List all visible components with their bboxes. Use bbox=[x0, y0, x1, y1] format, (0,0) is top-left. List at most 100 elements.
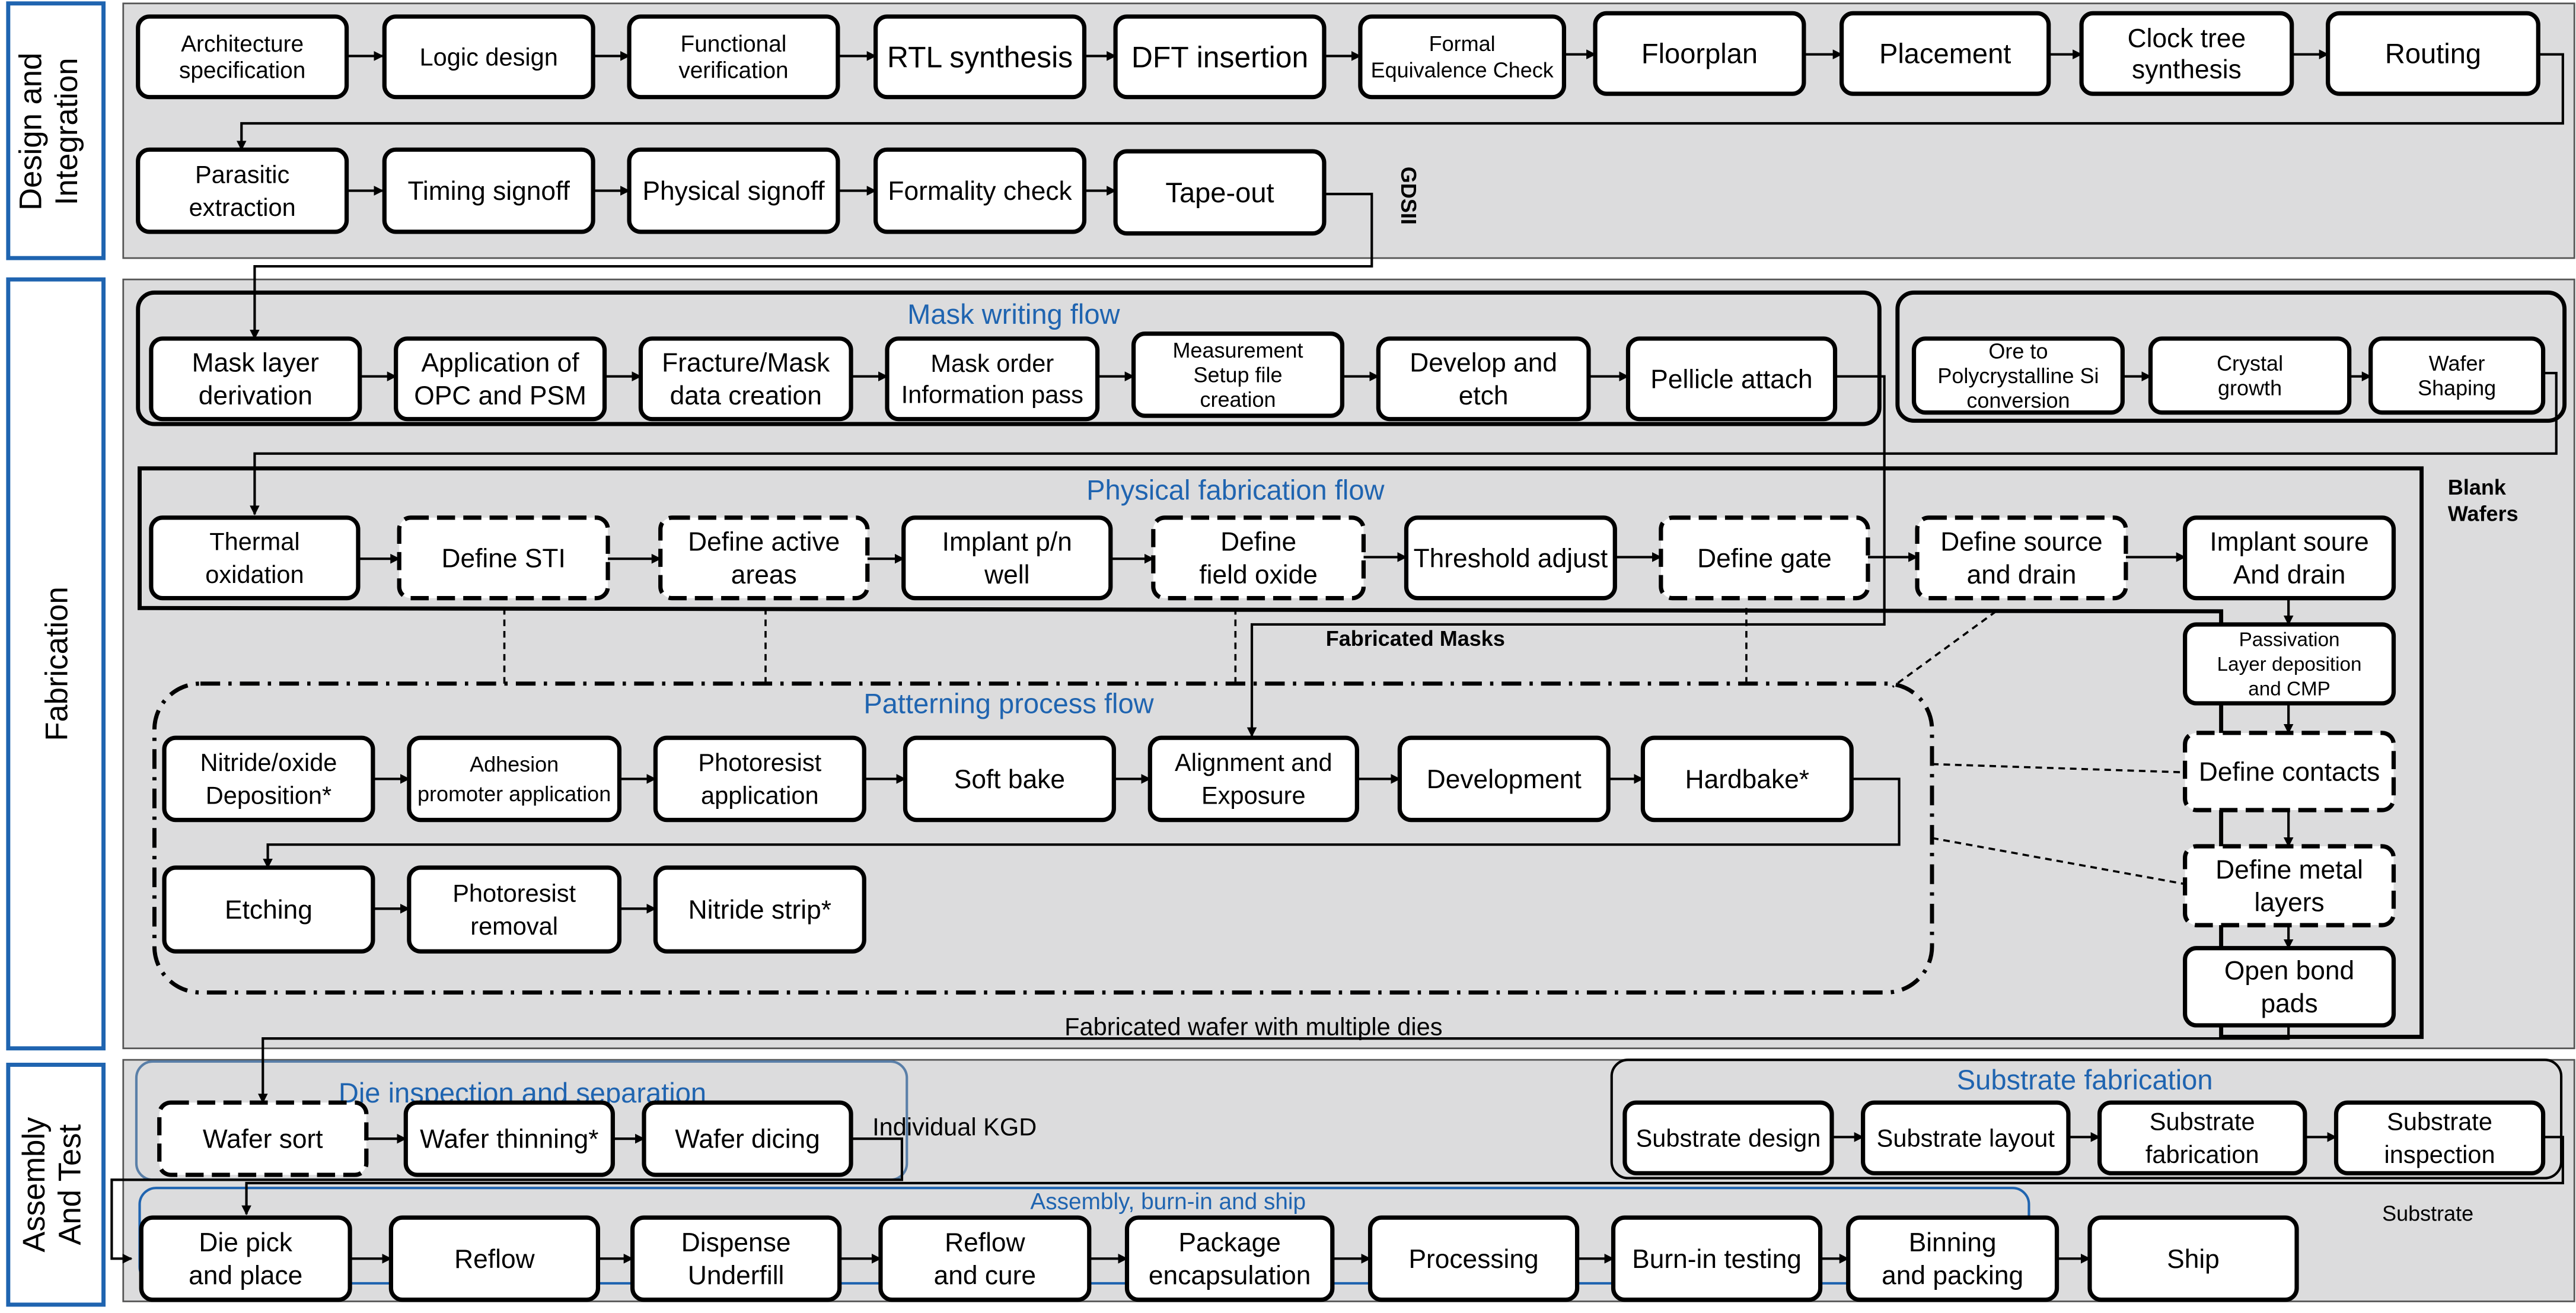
assembly-section-label-line-1: Assembly bbox=[17, 1117, 52, 1253]
step-placement: Placement bbox=[1839, 11, 2051, 96]
step-timing: Timing signoff bbox=[382, 147, 595, 234]
step-box bbox=[873, 14, 1087, 100]
step-box bbox=[901, 515, 1113, 601]
step-logic-design: Logic design bbox=[382, 14, 595, 100]
step-label: Pellicle attach bbox=[1650, 365, 1812, 394]
step-box bbox=[162, 735, 375, 823]
step-box bbox=[2097, 1100, 2307, 1175]
step-box bbox=[139, 1215, 352, 1302]
step-box bbox=[1147, 735, 1359, 823]
step-label: Substrate design bbox=[1636, 1124, 1821, 1152]
step-box bbox=[2087, 1215, 2299, 1302]
step-label: Burn-in testing bbox=[1632, 1245, 1802, 1274]
step-label: inspection bbox=[2384, 1140, 2495, 1168]
step-label: Soft bake bbox=[954, 765, 1065, 794]
step-label: Placement bbox=[1879, 38, 2011, 69]
blank-wafers-label-line-1: Blank bbox=[2448, 475, 2507, 499]
step-label: Layer deposition bbox=[2217, 654, 2362, 675]
step-box bbox=[149, 515, 361, 601]
connector-arrow bbox=[110, 1137, 904, 1264]
step-label: Adhesion bbox=[470, 752, 559, 776]
step-label: Photoresist bbox=[452, 879, 576, 907]
step-label: removal bbox=[470, 912, 558, 940]
step-label: Exposure bbox=[1201, 782, 1306, 810]
connector-arrow bbox=[257, 1025, 2290, 1104]
step-hardbake: Hardbake* bbox=[1640, 735, 1854, 823]
step-label: Substrate bbox=[2150, 1108, 2255, 1136]
step-sub-design: Substrate design bbox=[1622, 1100, 1834, 1175]
step-box bbox=[1367, 1215, 1580, 1302]
step-box bbox=[885, 336, 1100, 422]
connector-arrow bbox=[263, 777, 1901, 869]
step-label: creation bbox=[1200, 387, 1276, 412]
step-label: and cure bbox=[934, 1261, 1036, 1290]
step-box bbox=[407, 865, 622, 954]
mask-writing-frame bbox=[136, 290, 1882, 426]
step-box bbox=[1358, 14, 1567, 100]
step-label: Nitride strip* bbox=[688, 895, 831, 925]
step-label: Substrate layout bbox=[1877, 1124, 2055, 1152]
step-label: extraction bbox=[189, 193, 296, 221]
step-label: Define contacts bbox=[2199, 757, 2380, 786]
step-label: Die pick bbox=[199, 1228, 292, 1257]
step-label: conversion bbox=[1966, 388, 2070, 412]
step-label: Measurement bbox=[1172, 338, 1303, 362]
step-box bbox=[1593, 11, 1806, 96]
connector-arrow bbox=[1246, 375, 1886, 738]
step-label: Ship bbox=[2167, 1245, 2220, 1274]
step-wafer-sort: Wafer sort bbox=[157, 1100, 369, 1177]
step-box bbox=[136, 14, 349, 100]
step-label: Logic design bbox=[420, 43, 558, 71]
step-box bbox=[2326, 11, 2540, 96]
step-label: Wafer thinning* bbox=[420, 1125, 598, 1154]
step-box bbox=[638, 336, 853, 422]
step-label: Functional bbox=[681, 31, 787, 57]
step-label: Define STI bbox=[441, 544, 565, 573]
step-box bbox=[878, 1215, 1092, 1302]
relation-line bbox=[1931, 763, 2185, 774]
step-box bbox=[1839, 11, 2051, 96]
step-label: promoter application bbox=[417, 782, 611, 806]
step-contacts: Define contacts bbox=[2183, 731, 2396, 812]
step-label: Define metal bbox=[2215, 855, 2363, 884]
step-label: Formal bbox=[1429, 31, 1496, 56]
step-reflow: Reflow bbox=[388, 1215, 601, 1302]
step-label: Thermal bbox=[209, 528, 299, 556]
step-box bbox=[2183, 515, 2396, 601]
step-label: layers bbox=[2254, 888, 2324, 917]
step-box bbox=[1131, 332, 1345, 418]
step-box bbox=[1659, 515, 1870, 601]
step-box bbox=[403, 1100, 615, 1177]
step-label: growth bbox=[2218, 376, 2282, 400]
step-adhesion: Adhesion promoter application bbox=[407, 735, 622, 823]
step-label: Etching bbox=[225, 895, 313, 925]
step-label: And drain bbox=[2233, 560, 2346, 589]
fabrication-section-frame bbox=[6, 277, 106, 1051]
step-box bbox=[873, 147, 1087, 234]
step-burnin: Burn-in testing bbox=[1611, 1215, 1823, 1302]
step-label: Photoresist bbox=[698, 748, 821, 776]
step-label: synthesis bbox=[2132, 55, 2242, 84]
step-box bbox=[627, 14, 840, 100]
step-box bbox=[2368, 336, 2546, 415]
design-section-label-line-2: Integration bbox=[49, 58, 84, 206]
connector-arrow bbox=[236, 53, 2564, 151]
step-label: Define gate bbox=[1697, 544, 1832, 573]
step-box bbox=[1397, 735, 1611, 823]
step-box bbox=[1911, 336, 2125, 415]
step-box bbox=[630, 1215, 842, 1302]
step-label: Package bbox=[1178, 1228, 1280, 1257]
step-box bbox=[382, 14, 595, 100]
step-box bbox=[1611, 1215, 1823, 1302]
